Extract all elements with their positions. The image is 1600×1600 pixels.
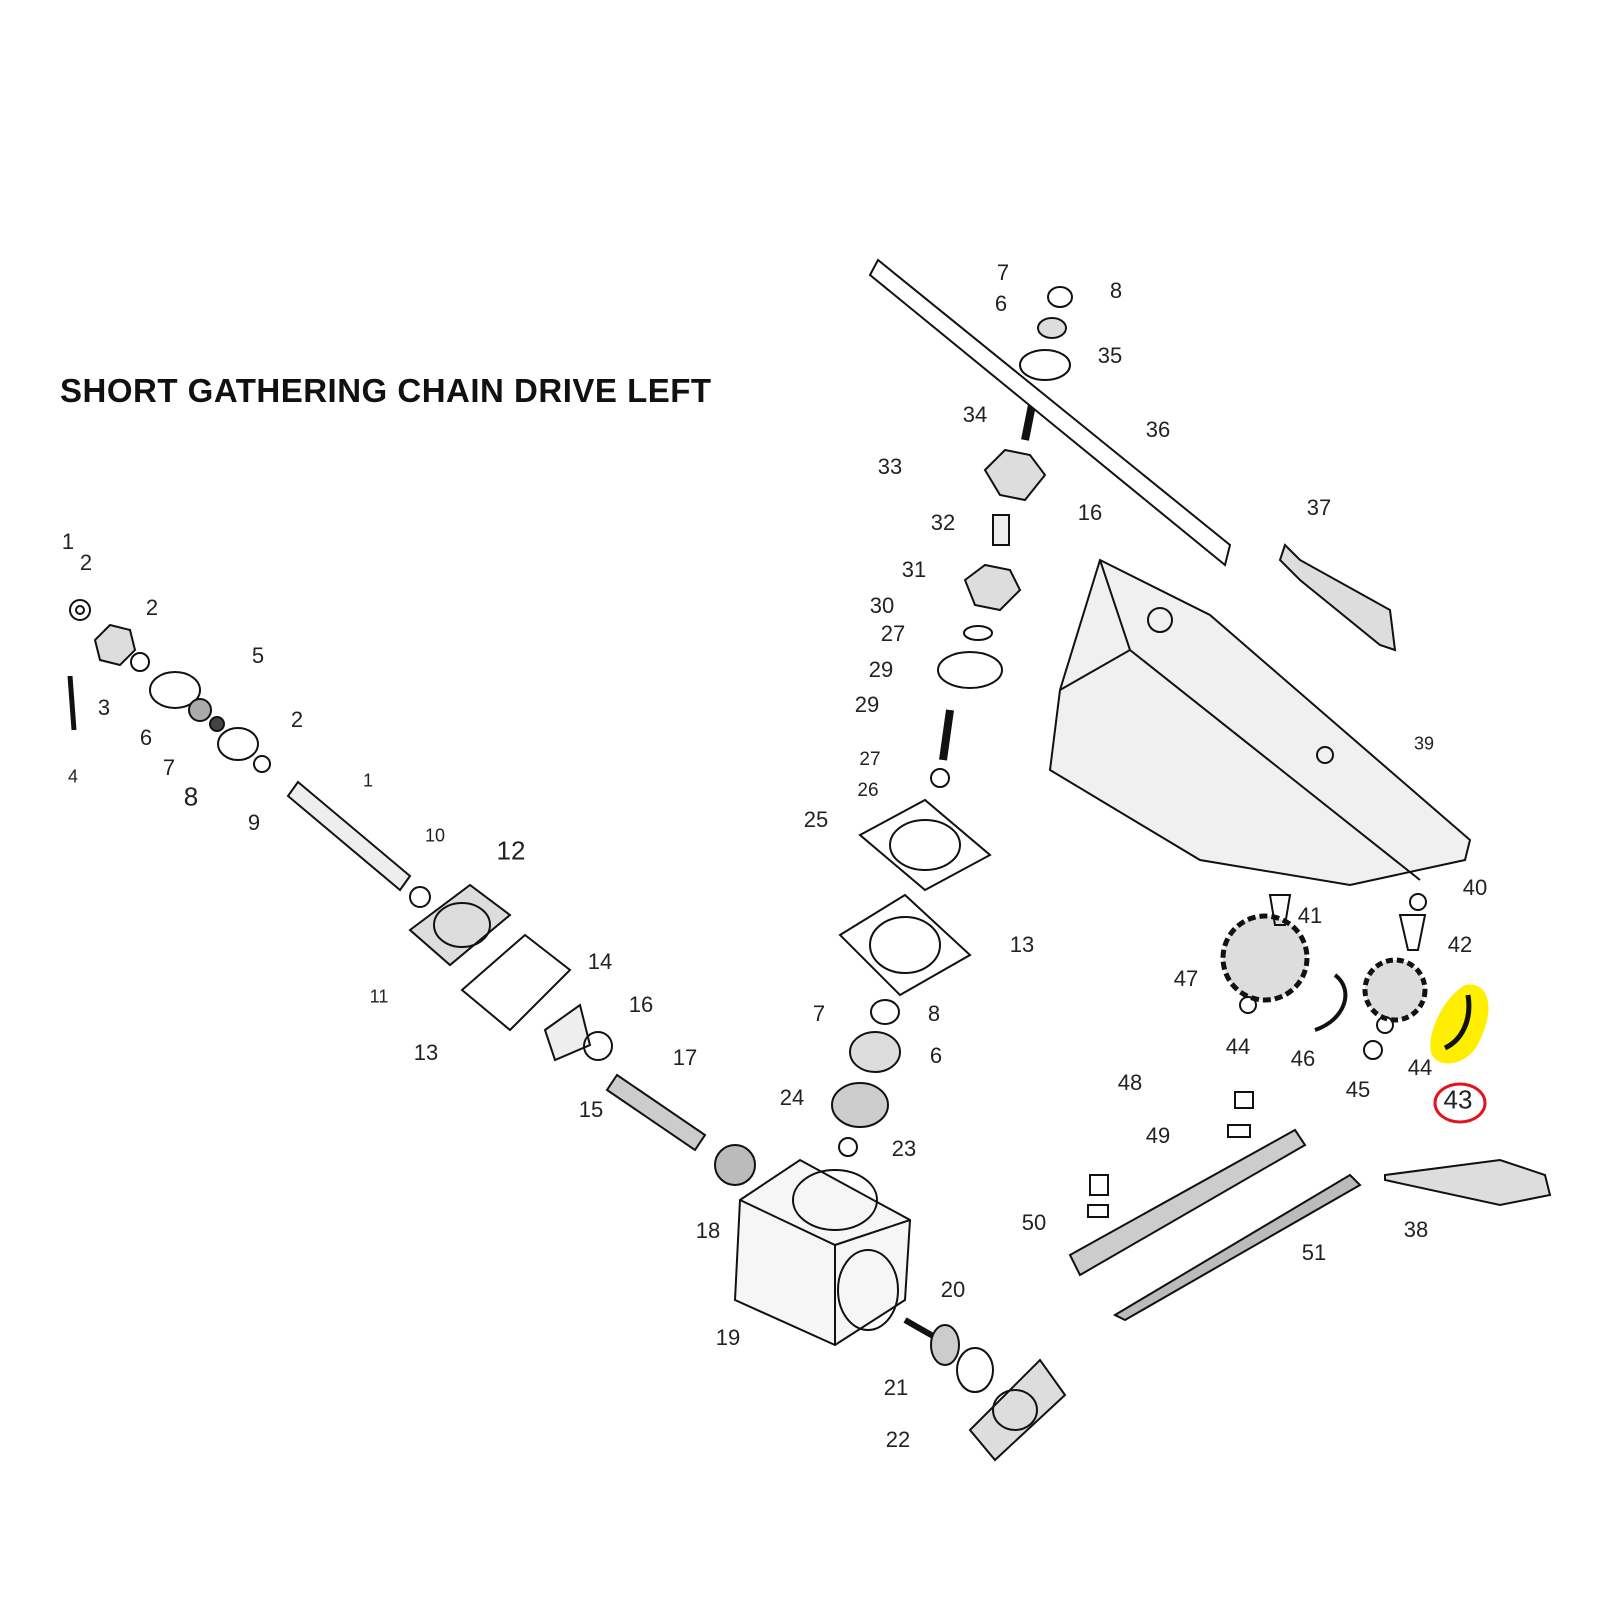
part-label: 49	[1145, 1123, 1171, 1148]
part-label: 8	[1109, 278, 1123, 303]
part-label: 15	[578, 1097, 604, 1122]
part-43-circle	[1433, 1082, 1487, 1124]
part-label-highlighted: 43	[1443, 1084, 1473, 1115]
part-label: 24	[779, 1085, 805, 1110]
part-label: 41	[1297, 903, 1323, 928]
part-label: 2	[79, 550, 93, 575]
part-label: 6	[994, 291, 1008, 316]
part-label: 20	[940, 1277, 966, 1302]
part-label: 44	[1225, 1034, 1251, 1059]
part-label: 9	[247, 810, 261, 835]
part-label: 6	[929, 1043, 943, 1068]
part-43-highlight	[1430, 984, 1489, 1064]
part-label: 30	[869, 593, 895, 618]
gearbox-housing	[733, 1158, 1067, 1462]
part-label: 34	[962, 402, 988, 427]
part-label: 39	[1413, 733, 1435, 754]
part-label: 13	[413, 1040, 439, 1065]
frame-and-chain-housing	[868, 258, 1552, 1322]
left-shaft-assembly	[67, 599, 756, 1186]
part-label: 17	[672, 1045, 698, 1070]
part-label: 4	[67, 766, 79, 787]
part-label: 26	[857, 780, 879, 801]
part-label: 44	[1407, 1055, 1433, 1080]
part-label: 46	[1290, 1046, 1316, 1071]
part-label: 7	[996, 260, 1010, 285]
part-label: 27	[859, 749, 881, 770]
part-label: 45	[1345, 1077, 1371, 1102]
part-label: 22	[885, 1427, 911, 1452]
part-label: 16	[1077, 500, 1103, 525]
part-label: 35	[1097, 343, 1123, 368]
part-label: 31	[901, 557, 927, 582]
part-label: 37	[1306, 495, 1332, 520]
part-label: 27	[880, 621, 906, 646]
part-43-bracket	[1443, 994, 1472, 1051]
vertical-shaft-assembly	[831, 286, 1073, 1157]
part-label: 40	[1462, 875, 1488, 900]
sprockets	[1087, 893, 1428, 1218]
part-label: 47	[1173, 966, 1199, 991]
part-label: 2	[145, 595, 159, 620]
part-label: 42	[1447, 932, 1473, 957]
part-label: 3	[97, 695, 111, 720]
part-label: 29	[868, 657, 894, 682]
part-label: 25	[803, 807, 829, 832]
part-label: 11	[369, 986, 389, 1007]
part-label: 18	[695, 1218, 721, 1243]
part-label: 32	[930, 510, 956, 535]
part-label: 6	[139, 725, 153, 750]
part-label: 1	[362, 770, 374, 791]
part-label: 1	[61, 529, 75, 554]
part-label: 8	[927, 1001, 941, 1026]
part-label: 7	[812, 1001, 826, 1026]
part-label: 51	[1301, 1240, 1327, 1265]
part-label: 38	[1403, 1217, 1429, 1242]
diagram-title: SHORT GATHERING CHAIN DRIVE LEFT	[60, 372, 712, 409]
part-label: 8	[183, 781, 199, 812]
part-label: 33	[877, 454, 903, 479]
part-label: 10	[424, 825, 446, 846]
part-label: 2	[290, 707, 304, 732]
part-label: 48	[1117, 1070, 1143, 1095]
part-label: 13	[1009, 932, 1035, 957]
part-label: 23	[891, 1136, 917, 1161]
part-label: 16	[628, 992, 654, 1017]
part-label: 14	[587, 949, 613, 974]
part-label: 29	[854, 692, 880, 717]
part-label: 12	[496, 835, 526, 866]
part-label: 19	[715, 1325, 741, 1350]
part-label: 36	[1145, 417, 1171, 442]
part-label: 7	[162, 755, 176, 780]
part-label: 5	[251, 643, 265, 668]
part-label: 50	[1021, 1210, 1047, 1235]
part-label: 21	[883, 1375, 909, 1400]
